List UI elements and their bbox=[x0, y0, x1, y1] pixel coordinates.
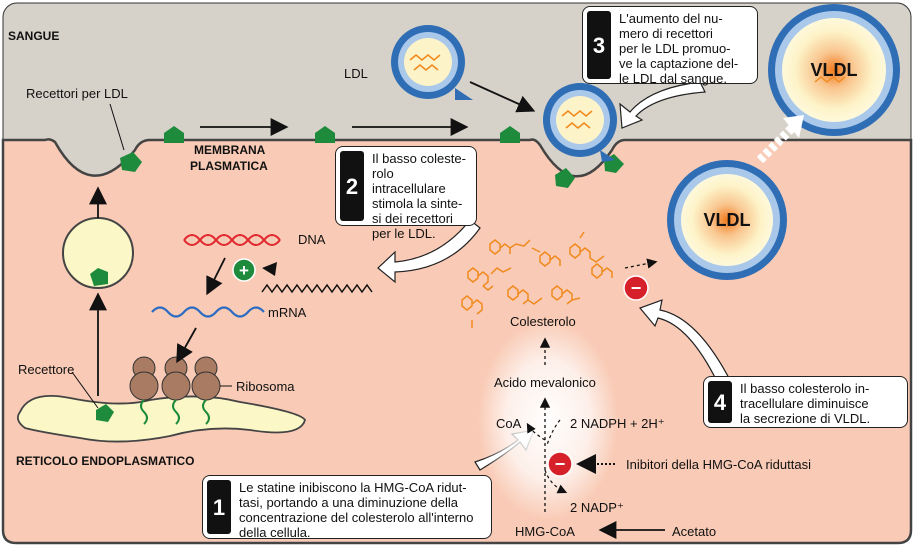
vesicle-receptor bbox=[90, 268, 108, 286]
mrna-label: mRNA bbox=[268, 305, 307, 320]
vldl-outside bbox=[768, 4, 900, 136]
receptor-label: Recettore bbox=[18, 362, 74, 377]
coa-label: CoA bbox=[496, 416, 522, 431]
callout4-arrow bbox=[638, 299, 736, 393]
callout-1: 1 Le statine inibiscono la HMG-CoA ridut… bbox=[202, 475, 492, 540]
cholesterol-vldl-arrow bbox=[624, 258, 658, 269]
callout-1-text: Le statine inibiscono la HMG-CoA ridut- … bbox=[239, 480, 474, 540]
nadph-branch-arrow bbox=[546, 419, 561, 446]
callout3-arrow bbox=[619, 81, 706, 129]
inhibitors-label: Inibitori della HMG-CoA riduttasi bbox=[626, 457, 811, 472]
membrane-receptor bbox=[164, 126, 184, 143]
callout-3: 3 L'aumento del nu- mero di recettori pe… bbox=[582, 6, 758, 86]
er-receptor bbox=[96, 404, 114, 422]
inhibition-minus-icon: − bbox=[623, 275, 649, 301]
stimulation-plus-icon: + bbox=[232, 258, 256, 282]
er-label: RETICOLO ENDOPLASMATICO bbox=[16, 454, 194, 468]
dna-arrow bbox=[206, 257, 226, 296]
callout2-arrow bbox=[377, 219, 481, 284]
receptor-pointer bbox=[71, 371, 99, 409]
callout-2-text: Il basso coleste- rolo intracellulare st… bbox=[372, 151, 466, 241]
hmg-coa-label: HMG-CoA bbox=[515, 524, 575, 539]
callout-3-text: L'aumento del nu- mero di recettori per … bbox=[619, 11, 739, 86]
dna-label: DNA bbox=[298, 232, 326, 247]
callout-4: 4 Il basso colesterolo in- tracellulare … bbox=[703, 376, 908, 428]
acetate-label: Acetato bbox=[672, 524, 716, 539]
membrane-label-line2: PLASMATICA bbox=[190, 159, 268, 173]
mrna-arrow bbox=[176, 327, 197, 364]
ldl-particle bbox=[391, 25, 473, 100]
mevalonic-acid-label: Acido mevalonico bbox=[494, 375, 596, 390]
pit-receptor bbox=[555, 168, 575, 188]
membrane-receptor bbox=[315, 126, 335, 143]
nadph-label: 2 NADPH + 2H⁺ bbox=[570, 416, 665, 431]
svg-text:+: + bbox=[239, 261, 249, 280]
endoplasmic-reticulum bbox=[16, 394, 306, 443]
membrane-receptor bbox=[500, 126, 520, 143]
vldl-secretion-arrow bbox=[756, 115, 804, 164]
ldl-receptors-label: Recettori per LDL bbox=[26, 86, 128, 101]
nadp-label: 2 NADP⁺ bbox=[570, 500, 624, 515]
coa-branch-arrow bbox=[526, 422, 546, 441]
ribosome-label: Ribosoma bbox=[236, 379, 295, 394]
callout-1-number: 1 bbox=[207, 480, 231, 534]
membrane-label-line1: MEMBRANA bbox=[194, 143, 266, 157]
callout-3-number: 3 bbox=[587, 11, 611, 79]
svg-text:−: − bbox=[631, 278, 642, 298]
blood-label: SANGUE bbox=[8, 29, 59, 43]
ribosome bbox=[191, 356, 221, 425]
statin-minus-icon: − bbox=[547, 451, 573, 477]
ldl-bound-particle bbox=[543, 83, 617, 162]
ldl-arrow bbox=[469, 81, 536, 113]
cholesterol-molecules bbox=[461, 231, 613, 328]
ribosome bbox=[129, 356, 159, 425]
callout-4-text: Il basso colesterolo in- tracellulare di… bbox=[740, 381, 871, 426]
ribosome bbox=[161, 356, 191, 425]
ldl-receptors-pointer bbox=[109, 103, 125, 151]
ldl-label: LDL bbox=[344, 66, 368, 81]
callout-4-number: 4 bbox=[708, 381, 732, 423]
vldl-outside-label: VLDL bbox=[811, 60, 858, 80]
mrna-strand bbox=[151, 306, 265, 318]
signal-arrowhead bbox=[262, 262, 277, 276]
dna-helix bbox=[183, 234, 281, 246]
vldl-inside bbox=[667, 160, 787, 280]
callout-2-number: 2 bbox=[340, 151, 364, 221]
nadp-branch-arrow bbox=[544, 469, 568, 494]
svg-text:−: − bbox=[555, 454, 566, 474]
cholesterol-label: Colesterolo bbox=[510, 314, 576, 329]
pit-receptor bbox=[120, 152, 142, 172]
callout-2: 2 Il basso coleste- rolo intracellulare … bbox=[335, 146, 477, 241]
vldl-inside-label: VLDL bbox=[704, 210, 751, 230]
signal-zigzag-arrow bbox=[261, 283, 373, 294]
